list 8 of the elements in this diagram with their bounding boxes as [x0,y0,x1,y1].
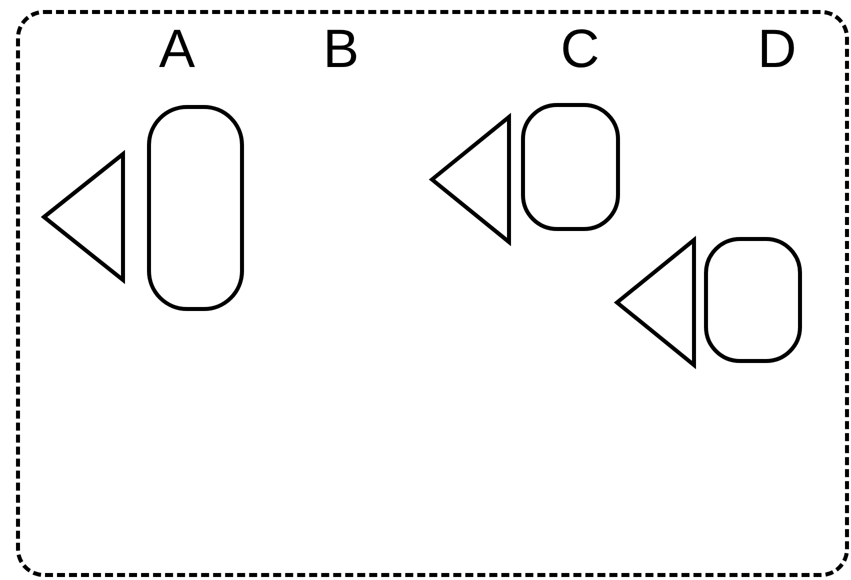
column-letter: D [758,22,796,76]
triangle-shape [615,238,696,367]
triangle-shape [430,115,511,244]
triangle-shape [42,152,125,282]
column-letter: A [158,22,196,76]
column-letter: C [560,22,600,76]
dashed-frame [16,10,849,577]
column-letter: B [322,22,360,76]
